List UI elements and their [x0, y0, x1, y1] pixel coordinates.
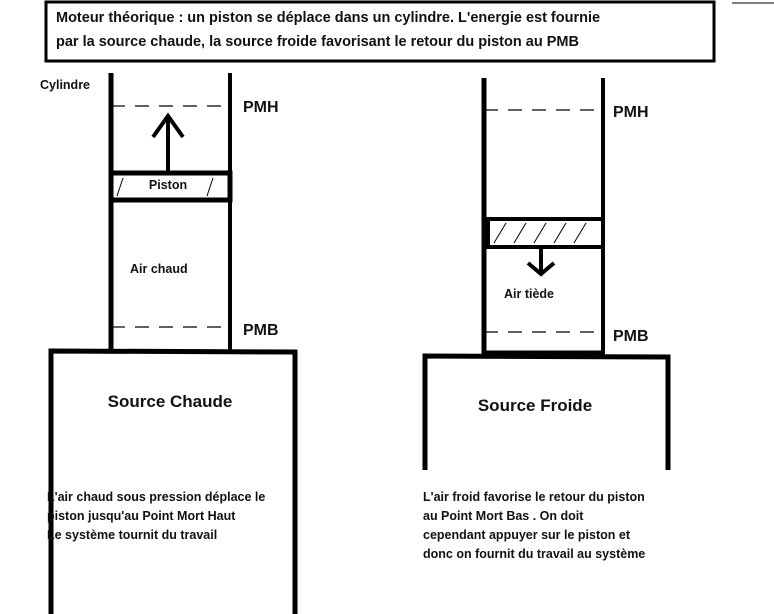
hot-caption: L'air chaud sous pression déplace le pis… — [47, 490, 265, 542]
title-line-2: par la source chaude, la source froide f… — [56, 34, 579, 50]
down-arrow-icon — [526, 247, 556, 277]
hot-air-label: Air chaud — [130, 262, 188, 276]
caption-line: cependant appuyer sur le piston et — [423, 528, 631, 542]
left-pmb-label: PMB — [243, 322, 279, 339]
caption-line: L'air froid favorise le retour du piston — [423, 490, 645, 504]
cylinder-label: Cylindre — [40, 78, 90, 92]
caption-line: Le système tournit du travail — [47, 528, 217, 542]
caption-line: au Point Mort Bas . On doit — [423, 509, 584, 523]
piston — [482, 217, 605, 249]
right-pmb-label: PMB — [613, 328, 649, 345]
piston — [108, 170, 233, 203]
hot-cylinder — [108, 73, 233, 350]
title-box — [44, 0, 716, 63]
right-pmh-label: PMH — [613, 104, 649, 121]
cold-cylinder — [481, 78, 605, 356]
hot-source-box — [48, 348, 298, 614]
caption-line: donc on fournit du travail au système — [423, 547, 645, 561]
warm-air-label: Air tiède — [504, 287, 554, 301]
title-line-1: Moteur théorique : un piston se déplace … — [56, 10, 600, 26]
caption-line: L'air chaud sous pression déplace le — [47, 490, 265, 504]
up-arrow-icon — [151, 112, 185, 173]
cold-source-label: Source Froide — [478, 396, 592, 415]
caption-line: piston jusqu'au Point Mort Haut — [47, 509, 236, 523]
left-pmh-label: PMH — [243, 99, 279, 116]
hot-source-label: Source Chaude — [108, 392, 233, 411]
cold-caption: L'air froid favorise le retour du piston… — [423, 490, 645, 561]
cold-source-box — [422, 353, 671, 470]
piston-label: Piston — [149, 178, 187, 192]
